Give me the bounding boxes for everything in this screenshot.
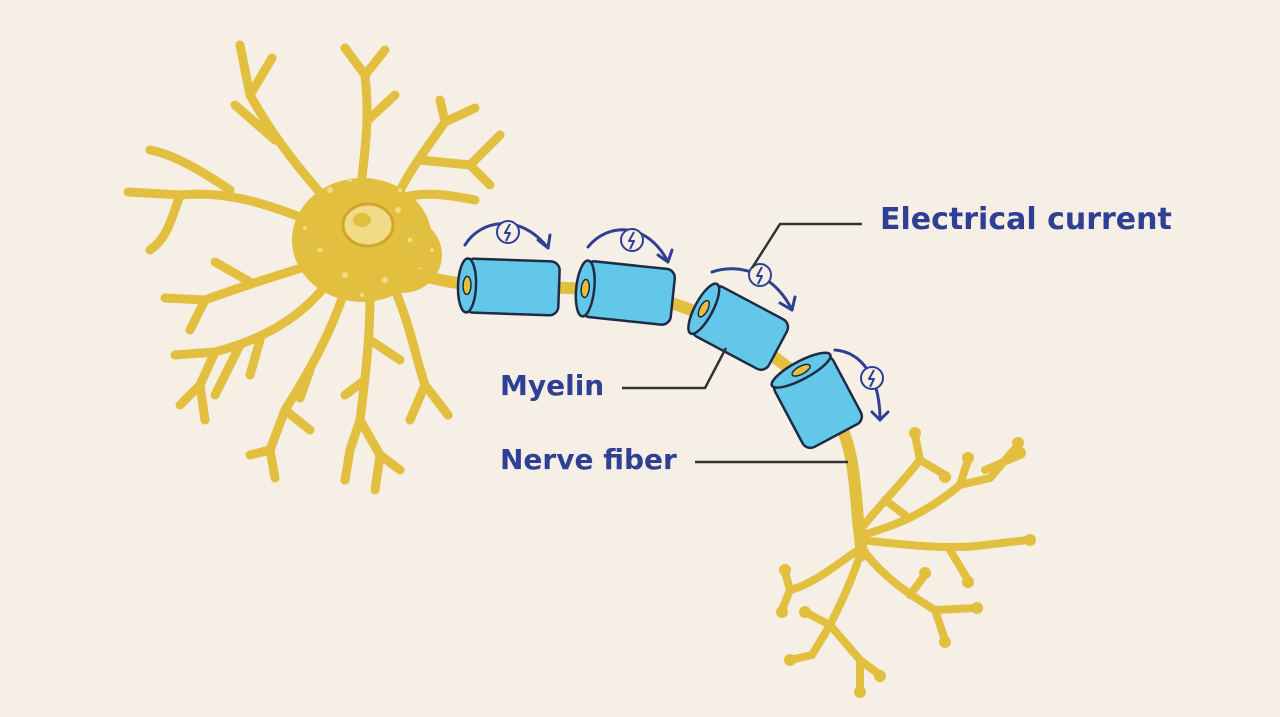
myelin-segment — [574, 259, 677, 326]
leader-electrical-current — [750, 222, 862, 269]
myelin-segment — [687, 282, 790, 371]
dendrites — [123, 40, 505, 495]
lightning-bolt-icon — [620, 228, 644, 252]
axon-terminals — [778, 431, 1032, 694]
electrical-current-label: Electrical current — [880, 202, 1172, 237]
myelin-segment — [770, 351, 864, 450]
lightning-bolt-icon — [748, 263, 772, 287]
myelin-label: Myelin — [500, 369, 605, 402]
leader-myelin — [622, 347, 728, 390]
nerve-fiber-label: Nerve fiber — [500, 443, 677, 476]
myelin-sheath — [456, 257, 864, 450]
leader-lines — [622, 222, 862, 464]
terminal-bulbs — [776, 427, 1036, 698]
nucleus — [341, 202, 395, 248]
myelin-segment — [456, 257, 561, 317]
lightning-bolt-icon — [860, 366, 884, 390]
lightning-bolt-icon — [496, 220, 520, 244]
